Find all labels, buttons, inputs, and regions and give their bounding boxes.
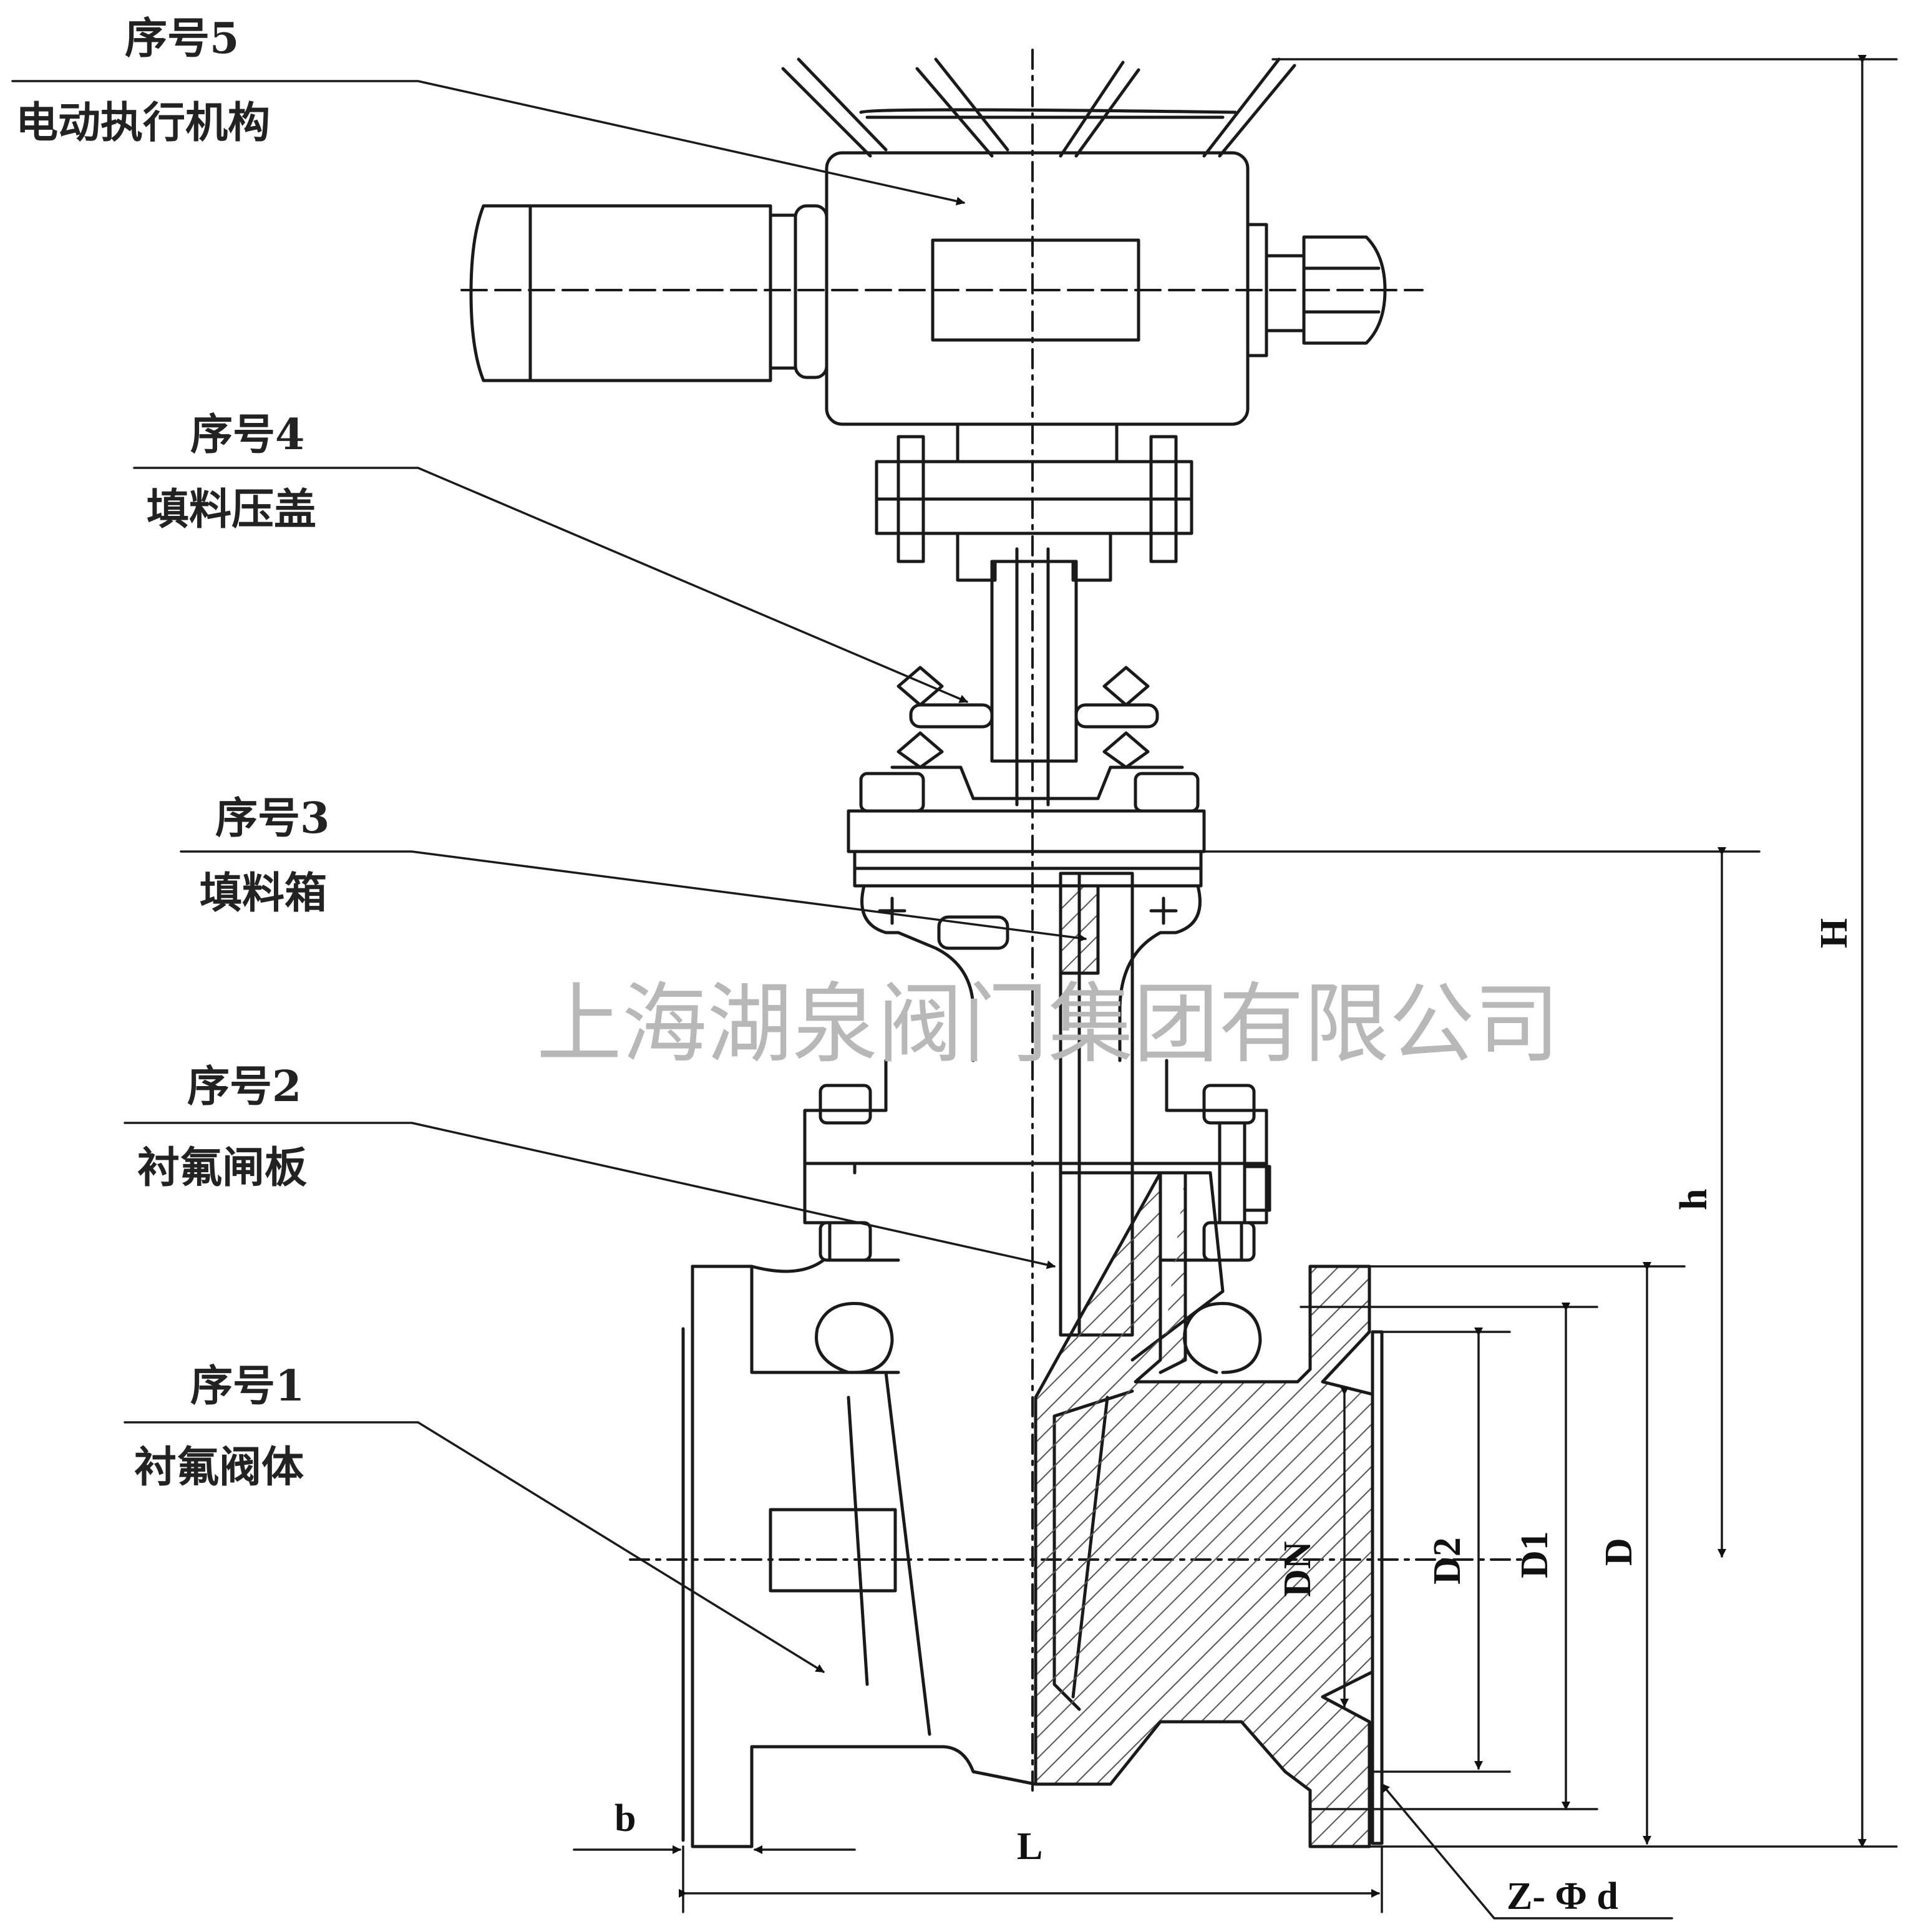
callout-2-name: 衬氟闸板 <box>137 1143 307 1193</box>
callout-4-number: 序号4 <box>190 410 304 460</box>
callout-1-name: 衬氟阀体 <box>134 1442 304 1492</box>
handwheel <box>781 57 1296 158</box>
callout-4-name: 填料压盖 <box>147 485 316 535</box>
dim-D1: D1 <box>1514 1531 1556 1578</box>
dim-h: h <box>1673 1189 1715 1210</box>
callout-labels: 序号5 电动执行机构 序号4 填料压盖 序号3 填料箱 序号2 衬氟闸板 序号1… <box>16 14 329 1492</box>
callout-3-number: 序号3 <box>215 794 329 843</box>
packing-gland <box>890 666 1184 800</box>
bonnet-body <box>803 1059 1271 1262</box>
bonnet-flange <box>847 772 1206 888</box>
yoke <box>990 547 1078 807</box>
mounting-bracket <box>875 422 1193 582</box>
dim-H: H <box>1813 918 1855 948</box>
dimension-lines <box>573 55 1898 1920</box>
dimension-labels: H h DN D2 D1 D L b Z- Φ d <box>615 918 1855 1918</box>
callout-leaders <box>11 80 1087 1673</box>
dim-DN: DN <box>1276 1541 1319 1597</box>
callout-5-number: 序号5 <box>125 14 239 64</box>
callout-5-name: 电动执行机构 <box>16 98 270 148</box>
dim-D2: D2 <box>1426 1537 1469 1585</box>
body-section <box>1034 1171 1374 1848</box>
dim-b: b <box>615 1797 636 1840</box>
callout-2-number: 序号2 <box>187 1062 301 1112</box>
callout-3-name: 填料箱 <box>200 868 327 918</box>
dim-L: L <box>1017 1825 1042 1868</box>
company-watermark: 上海湖泉阀门集团有限公司 <box>537 974 1560 1075</box>
callout-1-number: 序号1 <box>190 1361 304 1411</box>
electric-actuator <box>469 151 1387 426</box>
valve-body <box>681 1258 1384 1848</box>
dim-D: D <box>1598 1538 1640 1566</box>
dim-bolts: Z- Φ d <box>1507 1875 1618 1918</box>
